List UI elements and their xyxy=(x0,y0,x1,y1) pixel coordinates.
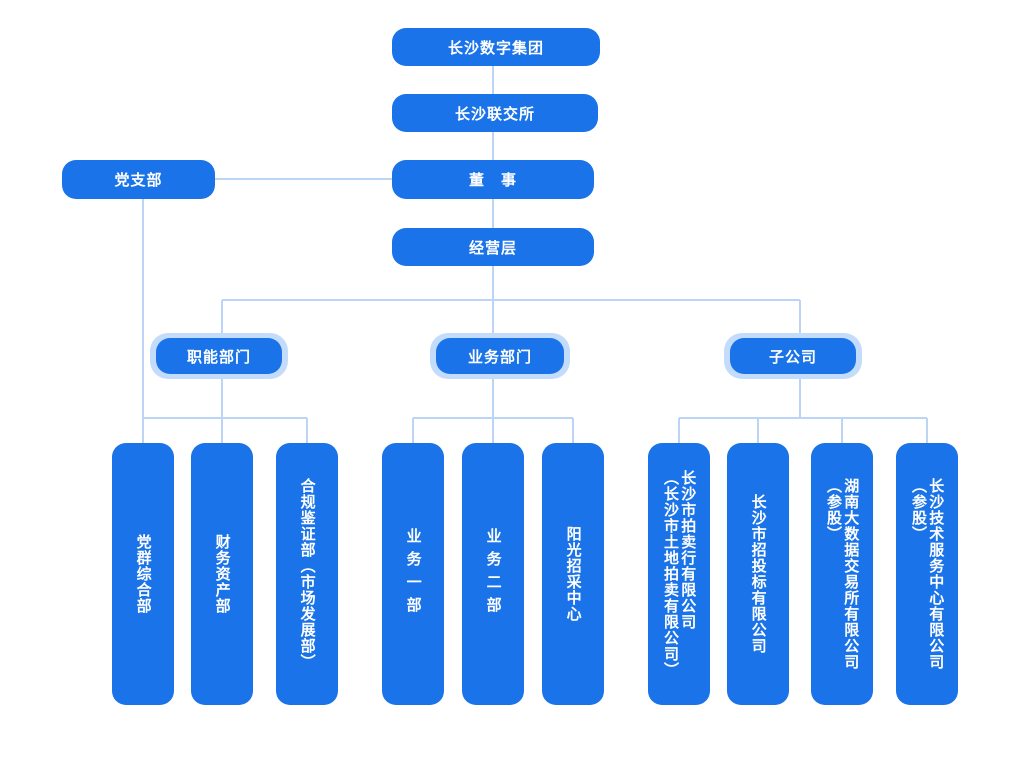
functional-dept-node: 职能部门 xyxy=(156,338,282,374)
unit-label: 党群综合部 xyxy=(134,534,153,614)
unit-card-tech-service: 长沙技术服务中心有限公司 （参股） xyxy=(896,443,958,705)
unit-label: 财务资产部 xyxy=(213,534,232,614)
board-node: 董 事 xyxy=(392,160,594,199)
unit-card-business-2: 业务二部 xyxy=(462,443,524,705)
unit-card-finance: 财务资产部 xyxy=(191,443,253,705)
party-branch-node: 党支部 xyxy=(62,160,215,199)
subsidiaries-node: 子公司 xyxy=(730,338,856,374)
unit-label: 阳光招采中心 xyxy=(564,526,583,622)
unit-card-party-admin: 党群综合部 xyxy=(112,443,174,705)
unit-card-auction-house: 长沙市拍卖行有限公司 （长沙市土地拍卖有限公司） xyxy=(648,443,710,705)
unit-label: 合规鉴证部（市场发展部） xyxy=(298,478,317,670)
group-node: 长沙数字集团 xyxy=(392,28,600,66)
unit-card-business-1: 业务一部 xyxy=(382,443,444,705)
unit-label: 业务一部 xyxy=(404,528,423,620)
unit-label: 业务二部 xyxy=(484,528,503,620)
unit-card-sunshine-procurement: 阳光招采中心 xyxy=(542,443,604,705)
exchange-node: 长沙联交所 xyxy=(392,94,598,132)
unit-card-big-data-exchange: 湖南大数据交易所有限公司 （参股） xyxy=(811,443,873,705)
unit-label: 长沙市招投标有限公司 xyxy=(749,494,768,654)
unit-label: 湖南大数据交易所有限公司 （参股） xyxy=(825,478,861,670)
business-dept-node: 业务部门 xyxy=(436,338,564,374)
unit-label: 长沙市拍卖行有限公司 （长沙市土地拍卖有限公司） xyxy=(662,470,698,678)
unit-card-tendering: 长沙市招投标有限公司 xyxy=(727,443,789,705)
management-node: 经营层 xyxy=(392,228,594,266)
unit-label: 长沙技术服务中心有限公司 （参股） xyxy=(910,478,946,670)
unit-card-compliance: 合规鉴证部（市场发展部） xyxy=(276,443,338,705)
